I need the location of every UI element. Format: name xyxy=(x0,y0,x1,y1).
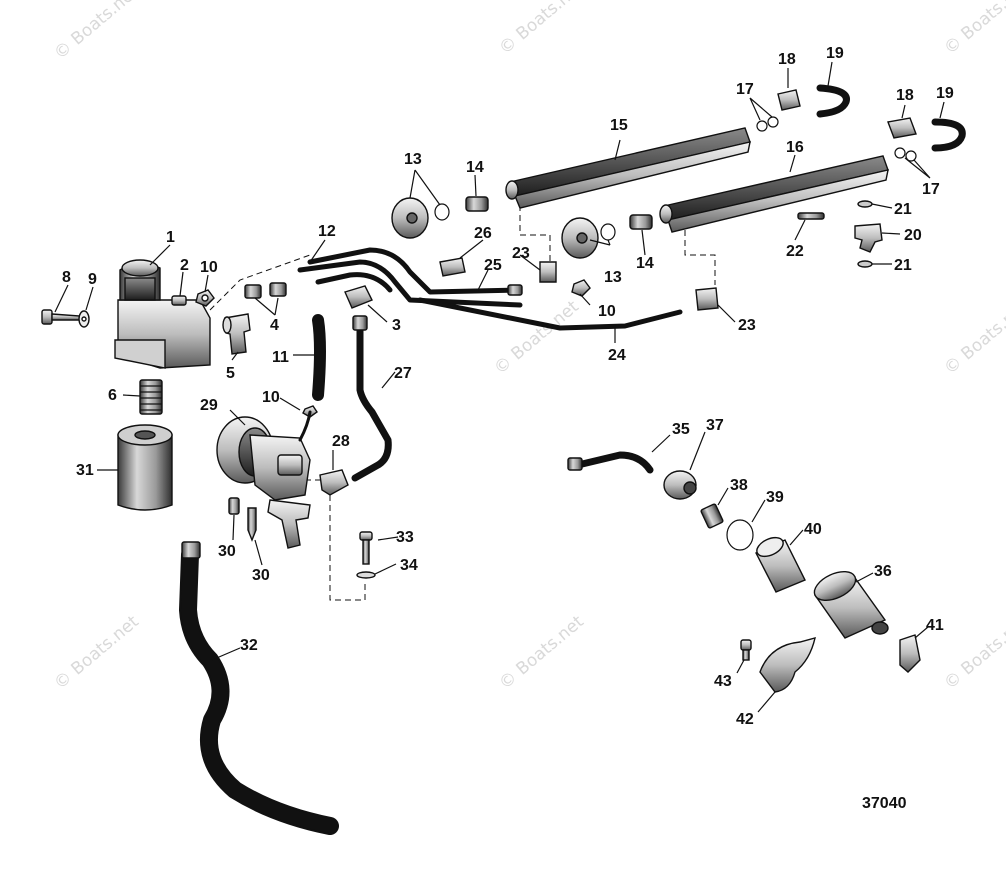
callout-10a: 10 xyxy=(200,259,218,276)
part-fuel-rail-16 xyxy=(659,155,889,233)
callout-27: 27 xyxy=(394,365,412,382)
part-sleeve-40 xyxy=(755,536,806,593)
callout-15: 15 xyxy=(610,117,628,134)
callout-2: 2 xyxy=(180,257,189,274)
callout-19a: 19 xyxy=(826,45,844,62)
callout-10b: 10 xyxy=(262,389,280,406)
callout-16: 16 xyxy=(786,139,804,156)
watermark: © Boats.net xyxy=(940,297,1006,379)
callout-4a: 4 xyxy=(270,317,279,334)
part-hose-11 xyxy=(312,314,326,401)
watermark: © Boats.net xyxy=(50,612,143,694)
part-hose-32 xyxy=(179,541,339,835)
part-fitting-3 xyxy=(344,285,373,309)
callout-1: 1 xyxy=(166,229,175,246)
part-bolt-43 xyxy=(740,639,752,661)
part-fittings-23 xyxy=(539,261,719,311)
callout-36: 36 xyxy=(874,563,892,580)
part-fuel-lines-12-25 xyxy=(297,247,523,308)
part-clip-26 xyxy=(439,257,466,277)
callout-8: 8 xyxy=(62,269,71,286)
callout-38: 38 xyxy=(730,477,748,494)
callout-18b: 18 xyxy=(896,87,914,104)
part-filter-adapter xyxy=(114,259,211,369)
callout-12: 12 xyxy=(318,223,336,240)
dashed-assembly-lines xyxy=(209,205,716,601)
callout-19b: 19 xyxy=(936,85,954,102)
callout-20: 20 xyxy=(904,227,922,244)
watermark: © Boats.net xyxy=(495,0,588,59)
watermark: © Boats.net xyxy=(940,0,1006,59)
part-fitting-28 xyxy=(319,469,349,496)
callout-42: 42 xyxy=(736,711,754,728)
callout-17a: 17 xyxy=(736,81,754,98)
leader-lines xyxy=(54,61,945,713)
part-fuel-rail-15 xyxy=(505,127,751,209)
callout-30a: 30 xyxy=(218,543,236,560)
callout-23b: 23 xyxy=(738,317,756,334)
part-line-35 xyxy=(567,451,654,474)
callout-17b: 17 xyxy=(922,181,940,198)
part-crossover-fittings xyxy=(756,84,966,162)
callout-39: 39 xyxy=(766,489,784,506)
callout-33: 33 xyxy=(396,529,414,546)
part-line-27 xyxy=(351,315,392,482)
callout-21a: 21 xyxy=(894,201,912,218)
part-regulators-13 xyxy=(391,197,616,259)
callout-25: 25 xyxy=(484,257,502,274)
part-fittings-14 xyxy=(465,196,653,230)
part-bolt-33-washer-34 xyxy=(356,531,376,579)
callout-22: 22 xyxy=(786,243,804,260)
callout-5: 5 xyxy=(226,365,235,382)
callout-14a: 14 xyxy=(466,159,484,176)
watermark: © Boats.net xyxy=(495,612,588,694)
callout-34: 34 xyxy=(400,557,418,574)
part-clamp-42 xyxy=(759,637,816,693)
part-bolt-washer xyxy=(41,309,90,328)
part-fitting-41 xyxy=(899,634,921,673)
callout-37: 37 xyxy=(706,417,724,434)
callout-13b: 13 xyxy=(604,269,622,286)
callout-40: 40 xyxy=(804,521,822,538)
callout-labels: 1 2 3 4 5 6 8 9 10 10 10 11 12 13 13 14 … xyxy=(62,45,954,728)
watermark: © Boats.net xyxy=(490,297,583,379)
callout-32: 32 xyxy=(240,637,258,654)
callout-35: 35 xyxy=(672,421,690,438)
callout-26: 26 xyxy=(474,225,492,242)
callout-29: 29 xyxy=(200,397,218,414)
watermark: © Boats.net xyxy=(50,0,143,64)
part-pump-fittings xyxy=(228,497,257,542)
part-fuel-pump xyxy=(216,410,312,549)
callout-23a: 23 xyxy=(512,245,530,262)
watermark: © Boats.net xyxy=(940,612,1006,694)
callout-24: 24 xyxy=(608,347,626,364)
part-fuel-filter xyxy=(117,424,173,511)
callout-41: 41 xyxy=(926,617,944,634)
part-filter-36 xyxy=(813,570,889,639)
part-spring-6 xyxy=(139,379,163,415)
callout-18a: 18 xyxy=(778,51,796,68)
callout-30b: 30 xyxy=(252,567,270,584)
callout-9: 9 xyxy=(88,271,97,288)
callout-28: 28 xyxy=(332,433,350,450)
callout-11: 11 xyxy=(272,349,289,366)
callout-21b: 21 xyxy=(894,257,912,274)
callout-14b: 14 xyxy=(636,255,654,272)
callout-10c: 10 xyxy=(598,303,616,320)
callout-31: 31 xyxy=(76,462,94,479)
callout-3: 3 xyxy=(392,317,401,334)
figure-number: 37040 xyxy=(862,795,907,812)
callout-43: 43 xyxy=(714,673,732,690)
part-fitting-37 xyxy=(663,470,697,500)
part-line-24 xyxy=(417,297,683,331)
callout-6: 6 xyxy=(108,387,117,404)
callout-13a: 13 xyxy=(404,151,422,168)
part-injector-assembly xyxy=(797,200,883,268)
part-spring-38 xyxy=(700,503,724,529)
part-o-ring-39 xyxy=(726,519,754,551)
part-elbow-fittings xyxy=(222,282,287,355)
